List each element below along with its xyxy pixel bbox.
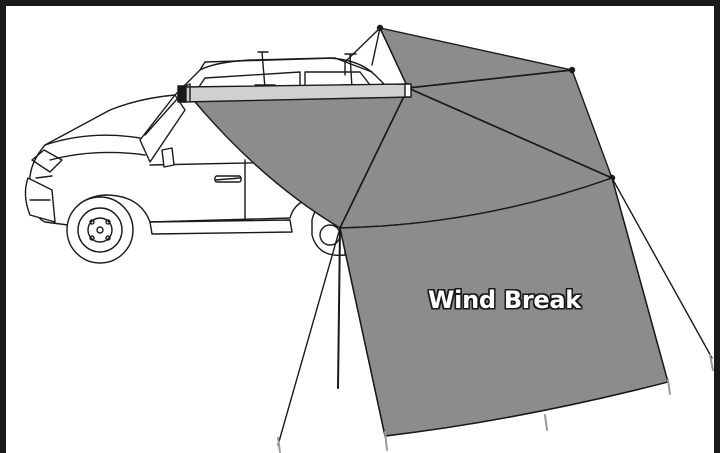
- awning-canopy: [189, 24, 616, 229]
- poles-and-guy-ropes: [277, 177, 714, 453]
- awning-housing: [177, 83, 412, 103]
- wind-break-label: Wind Break: [428, 286, 581, 314]
